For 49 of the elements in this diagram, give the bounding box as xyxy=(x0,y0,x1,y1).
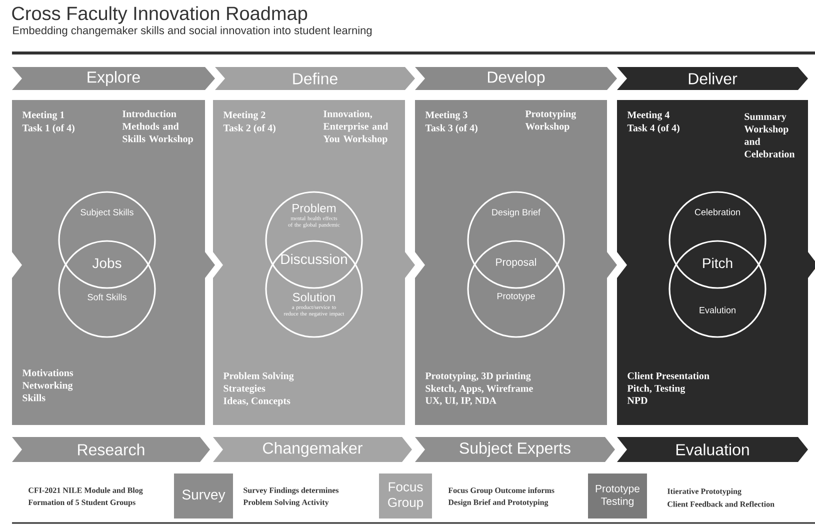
meeting-text: Meeting 4 xyxy=(627,111,670,120)
list-item: Problem Solving xyxy=(223,372,294,382)
overlap-text: Discussion xyxy=(281,254,347,264)
activity-box: Survey xyxy=(174,474,233,518)
note-text: Client Feedback and Reflection xyxy=(668,501,774,507)
overlap-text: Pitch xyxy=(703,258,732,268)
stage-banner: Define xyxy=(215,67,415,90)
note-text: Formation of 5 Student Groups xyxy=(28,499,136,507)
workshop-text: Innovation, Enterprise and You Workshop xyxy=(323,110,388,144)
stage-banner: Evaluation xyxy=(617,437,808,462)
stage-banner: Explore xyxy=(12,67,215,90)
list-item: Ideas, Concepts xyxy=(224,397,290,406)
meeting-text: Meeting 1 xyxy=(22,111,64,120)
title: Cross Faculty Innovation Roadmap xyxy=(12,6,308,24)
list-item: Client Presentation xyxy=(628,372,710,380)
stage-banner: Research xyxy=(12,437,210,462)
meeting-text: Meeting 2 xyxy=(223,111,266,120)
list-item: Motivations xyxy=(22,369,74,376)
note-text: CFI-2021 NILE Module and Blog xyxy=(28,487,143,495)
list-item: Networking xyxy=(22,382,73,391)
task-text: Task 4 (of 4) xyxy=(627,124,680,134)
workshop-text: Prototyping Workshop xyxy=(525,110,576,132)
stage-banner: Deliver xyxy=(617,67,808,90)
activity-box: Focus Group xyxy=(379,474,432,518)
note-text: Survey Findings determines xyxy=(244,487,339,495)
task-text: Task 1 (of 4) xyxy=(22,124,74,134)
overlap-text: Jobs xyxy=(92,258,122,268)
note-text: Itierative Prototyping xyxy=(667,488,742,496)
list-item: Skills xyxy=(22,394,46,402)
stage-banner: Changemaker xyxy=(213,437,412,462)
list-item: UX, UI, IP, NDA xyxy=(425,397,496,406)
list-item: NPD xyxy=(627,397,648,404)
workshop-text: Introduction Methods and Skills Workshop xyxy=(122,110,193,144)
overlap-text: Proposal xyxy=(496,258,536,268)
task-text: Task 3 (of 4) xyxy=(425,124,478,134)
list-item: Strategies xyxy=(224,384,266,394)
note-text: Focus Group Outcome informs xyxy=(448,487,554,495)
note-text: Problem Solving Activity xyxy=(243,499,329,507)
stage-banner: Develop xyxy=(415,67,617,90)
stage-banner: Subject Experts xyxy=(415,437,615,462)
list-item: Pitch, Testing xyxy=(627,384,686,394)
note-text: Design Brief and Prototyping xyxy=(448,499,548,507)
list-item: Prototyping, 3D printing xyxy=(425,372,531,382)
workshop-text: Summary Workshop and Celebration xyxy=(744,113,795,158)
meeting-text: Meeting 3 xyxy=(425,111,468,120)
task-text: Task 2 (of 4) xyxy=(223,124,276,134)
subtitle: Embedding changemaker skills and social innovation into student learning xyxy=(13,26,372,36)
activity-box: Prototype Testing xyxy=(588,474,647,518)
list-item: Sketch, Apps, Wireframe xyxy=(426,384,533,394)
